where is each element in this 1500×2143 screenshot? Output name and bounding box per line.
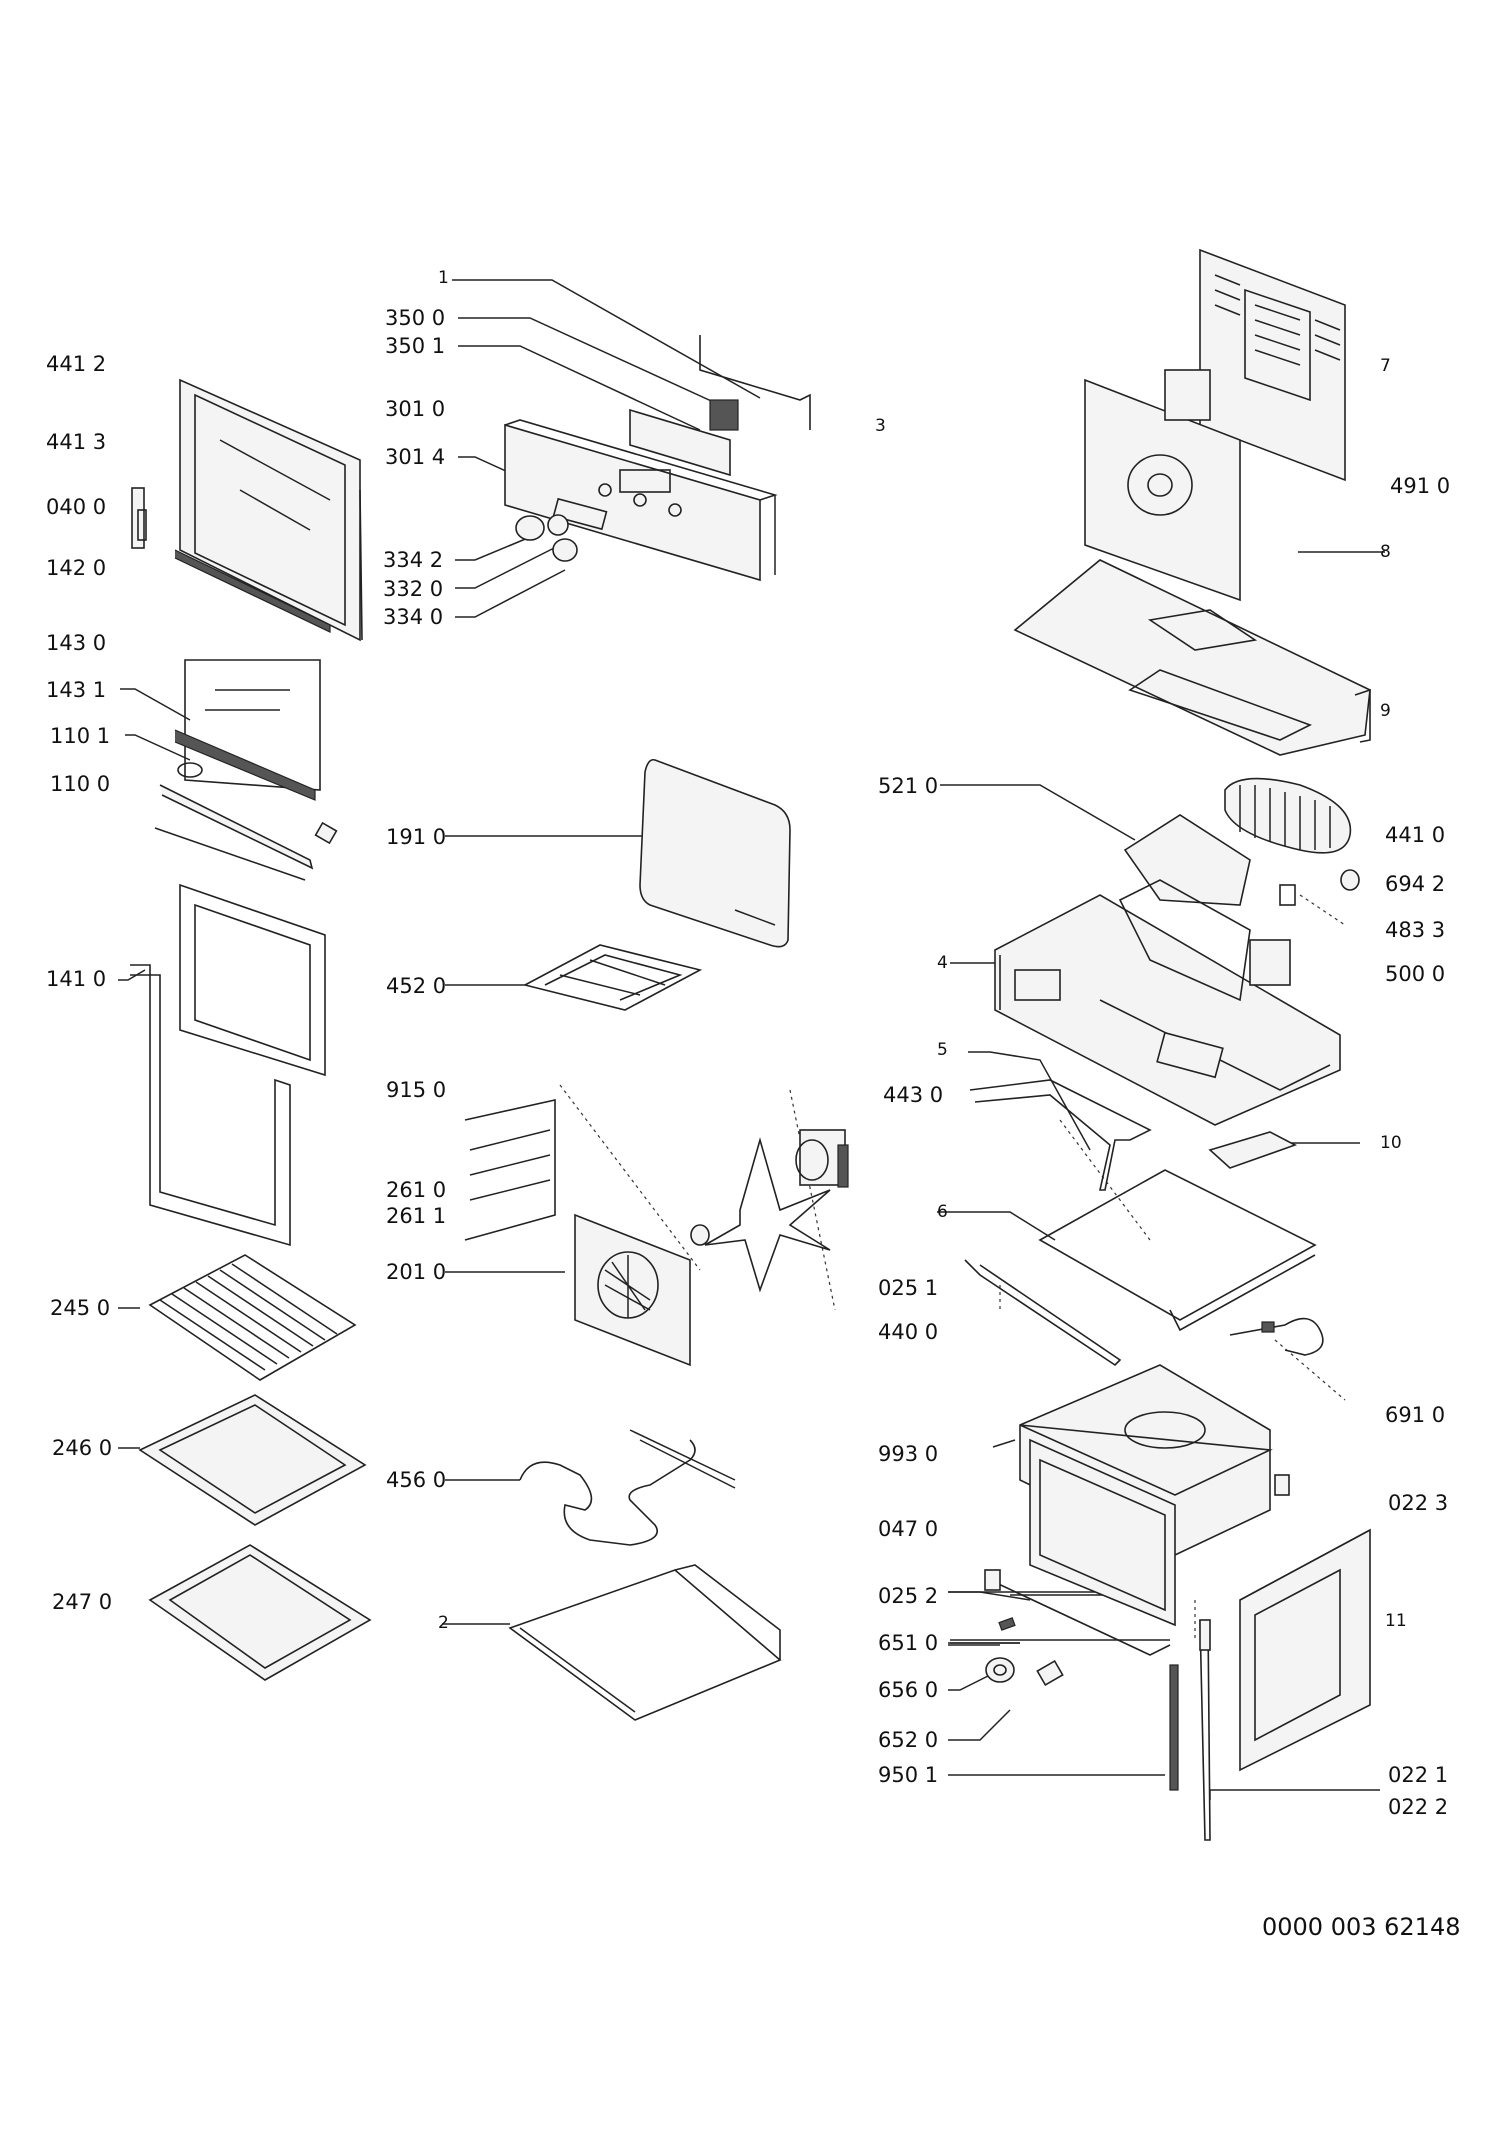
label-261-0: 261 0	[386, 1178, 447, 1202]
label-8: 8	[1380, 542, 1391, 562]
label-2: 2	[438, 1613, 449, 1633]
label-141-0: 141 0	[46, 967, 107, 991]
label-440-0: 440 0	[878, 1320, 939, 1344]
label-191-0: 191 0	[386, 825, 447, 849]
label-915-0: 915 0	[386, 1078, 447, 1102]
label-332-0: 332 0	[383, 577, 444, 601]
label-656-0: 656 0	[878, 1678, 939, 1702]
label-993-0: 993 0	[878, 1442, 939, 1466]
label-247-0: 247 0	[52, 1590, 113, 1614]
label-4: 4	[937, 953, 948, 973]
label-142-0: 142 0	[46, 556, 107, 580]
label-1: 1	[438, 268, 449, 288]
label-025-2: 025 2	[878, 1584, 939, 1608]
label-261-1: 261 1	[386, 1204, 447, 1228]
label-491-0: 491 0	[1390, 474, 1451, 498]
label-047-0: 047 0	[878, 1517, 939, 1541]
label-040-0: 040 0	[46, 495, 107, 519]
label-301-4: 301 4	[385, 445, 446, 469]
parts	[130, 248, 1371, 1841]
label-521-0: 521 0	[878, 774, 939, 798]
label-500-0: 500 0	[1385, 962, 1446, 986]
label-350-0: 350 0	[385, 306, 446, 330]
label-691-0: 691 0	[1385, 1403, 1446, 1427]
label-025-1: 025 1	[878, 1276, 939, 1300]
label-443-0: 443 0	[883, 1083, 944, 1107]
label-350-1: 350 1	[385, 334, 446, 358]
label-201-0: 201 0	[386, 1260, 447, 1284]
label-246-0: 246 0	[52, 1436, 113, 1460]
label-022-3: 022 3	[1388, 1491, 1449, 1515]
document-number: 0000 003 62148	[1262, 1913, 1461, 1941]
label-483-3: 483 3	[1385, 918, 1446, 942]
label-10: 10	[1380, 1133, 1402, 1153]
label-651-0: 651 0	[878, 1631, 939, 1655]
label-9: 9	[1380, 701, 1391, 721]
label-694-2: 694 2	[1385, 872, 1446, 896]
label-6: 6	[937, 1202, 948, 1222]
label-143-0: 143 0	[46, 631, 107, 655]
label-11: 11	[1385, 1611, 1407, 1631]
label-652-0: 652 0	[878, 1728, 939, 1752]
label-441-2: 441 2	[46, 352, 107, 376]
label-022-2: 022 2	[1388, 1795, 1449, 1819]
label-441-0: 441 0	[1385, 823, 1446, 847]
label-022-1: 022 1	[1388, 1763, 1449, 1787]
label-452-0: 452 0	[386, 974, 447, 998]
label-334-2: 334 2	[383, 548, 444, 572]
label-5: 5	[937, 1040, 948, 1060]
label-441-3: 441 3	[46, 430, 107, 454]
label-456-0: 456 0	[386, 1468, 447, 1492]
label-110-1: 110 1	[50, 724, 111, 748]
label-110-0: 110 0	[50, 772, 111, 796]
label-3: 3	[875, 416, 886, 436]
label-950-1: 950 1	[878, 1763, 939, 1787]
label-334-0: 334 0	[383, 605, 444, 629]
label-143-1: 143 1	[46, 678, 107, 702]
label-245-0: 245 0	[50, 1296, 111, 1320]
label-301-0: 301 0	[385, 397, 446, 421]
label-7: 7	[1380, 356, 1391, 376]
